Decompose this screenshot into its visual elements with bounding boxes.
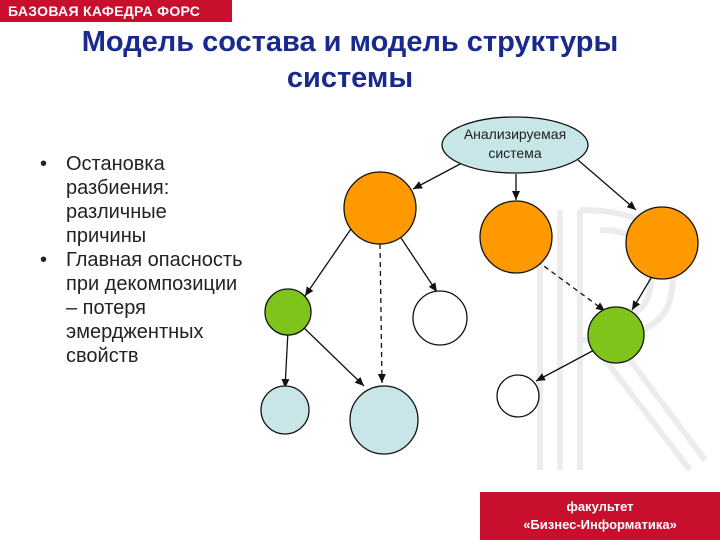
node-c — [625, 206, 699, 280]
bullet-item-1: • Остановка разбиения: различные причины — [40, 152, 250, 248]
bullet-list: •Остановка разбиения: различные причины … — [40, 152, 250, 368]
node-e — [412, 290, 468, 346]
footer-text: факультет «Бизнес-Информатика» — [480, 498, 720, 534]
slide-title: Модель состава и модель структуры систем… — [0, 24, 700, 96]
bullet-dot-icon: • — [40, 153, 48, 175]
title-line-2: системы — [286, 62, 414, 94]
bullet-text-2: Главная опасность при декомпозиции – пот… — [66, 249, 243, 367]
header-bar: БАЗОВАЯ КАФЕДРА ФОРС — [0, 0, 232, 22]
node-b — [479, 200, 553, 274]
bullet-dot-icon: • — [40, 249, 48, 271]
edge-root-c — [577, 159, 637, 211]
edge-a-f — [377, 243, 386, 384]
footer-line-1: факультет — [566, 499, 634, 514]
root-node — [441, 116, 589, 174]
node-i — [349, 385, 419, 455]
edge-b-g — [536, 260, 606, 312]
root-label-line-2: система — [488, 145, 541, 161]
edge-a-e — [400, 237, 438, 293]
bullet-item-2: • Главная опасность при декомпозиции – по… — [40, 248, 250, 368]
edge-c-g — [631, 272, 655, 311]
department-label: БАЗОВАЯ КАФЕДРА ФОРС — [8, 3, 201, 19]
edge-d-h — [281, 330, 290, 389]
footer-bar: факультет «Бизнес-Информатика» — [480, 492, 720, 540]
root-label-line-1: Анализируемая — [464, 126, 566, 142]
node-h — [260, 385, 310, 435]
footer-line-2: «Бизнес-Информатика» — [523, 517, 677, 532]
bullet-text-1: Остановка разбиения: различные причины — [66, 153, 170, 247]
edge-a-d — [304, 225, 354, 297]
node-j — [496, 374, 540, 418]
edge-root-a — [412, 162, 463, 190]
edge-d-i — [300, 324, 365, 387]
title-line-1: Модель состава и модель структуры — [81, 26, 619, 58]
edge-g-j — [535, 347, 599, 382]
node-a — [343, 171, 417, 245]
node-d — [264, 288, 312, 336]
node-g — [587, 306, 645, 364]
